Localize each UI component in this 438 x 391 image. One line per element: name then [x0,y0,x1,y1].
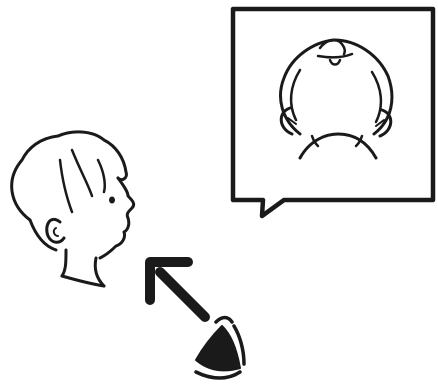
neck-back [62,250,66,276]
shutter-body [196,326,240,370]
shutter-blade [216,318,232,323]
neck-front [95,258,104,286]
camera-shutter [196,318,244,379]
eye [109,197,115,204]
hair-strand [72,150,92,196]
hair-strand [98,160,105,192]
ear-inner [54,228,58,236]
arrow-shaft [160,272,205,317]
child-head-side-view [12,132,134,286]
hair-strand [60,160,72,212]
arrow [150,262,205,317]
ear [47,219,64,242]
back-of-head [30,220,56,250]
shutter-blade [196,372,240,378]
